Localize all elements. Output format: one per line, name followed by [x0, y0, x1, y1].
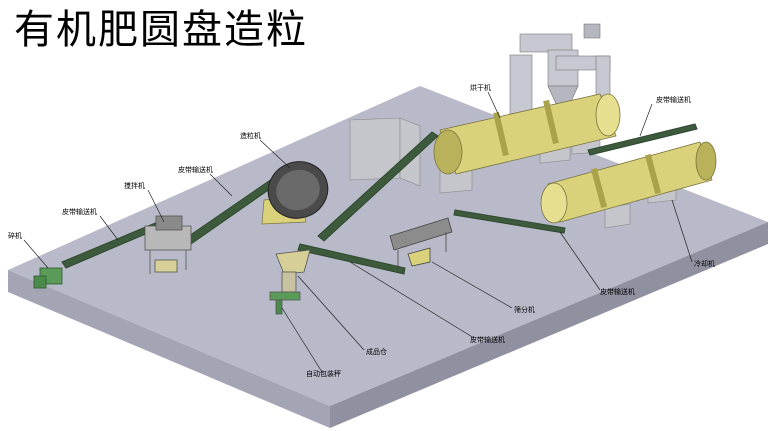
conveyor-4 — [297, 243, 406, 275]
mixer — [144, 215, 192, 274]
cooler-drum — [540, 141, 717, 224]
label-screener: 筛分机 — [514, 305, 535, 314]
conveyor-5 — [453, 209, 566, 234]
label-crusher: 碎机 — [8, 231, 22, 240]
label-conveyor-5: 皮带输送机 — [470, 335, 505, 344]
platform-top — [8, 86, 768, 406]
label-granulator: 造粒机 — [240, 131, 261, 140]
platform-front — [8, 270, 330, 428]
label-conveyor-1: 皮带输送机 — [62, 207, 97, 216]
blower-duct — [509, 23, 611, 116]
screener — [389, 217, 453, 270]
belt-conveyors — [61, 123, 698, 275]
label-finished-bin: 成品仓 — [366, 347, 387, 356]
leader-lines — [23, 91, 693, 373]
finished-bin-packer — [269, 249, 311, 315]
label-dryer: 烘干机 — [470, 83, 491, 92]
conveyor-3 — [317, 131, 439, 242]
disc-granulator — [261, 161, 329, 225]
label-cooler: 冷却机 — [694, 259, 715, 268]
label-conveyor-2: 皮带输送机 — [178, 165, 213, 174]
label-mixer: 搅拌机 — [124, 181, 145, 190]
dryer-drum — [433, 93, 621, 175]
label-packer: 自动包装秤 — [306, 369, 341, 378]
label-conveyor-3: 皮带输送机 — [656, 95, 691, 104]
label-conveyor-4: 皮带输送机 — [600, 287, 635, 296]
diagram-title: 有机肥圆盘造粒 — [14, 7, 308, 53]
conveyor-6 — [587, 123, 698, 156]
crusher — [33, 267, 63, 289]
platform-side — [330, 222, 768, 428]
